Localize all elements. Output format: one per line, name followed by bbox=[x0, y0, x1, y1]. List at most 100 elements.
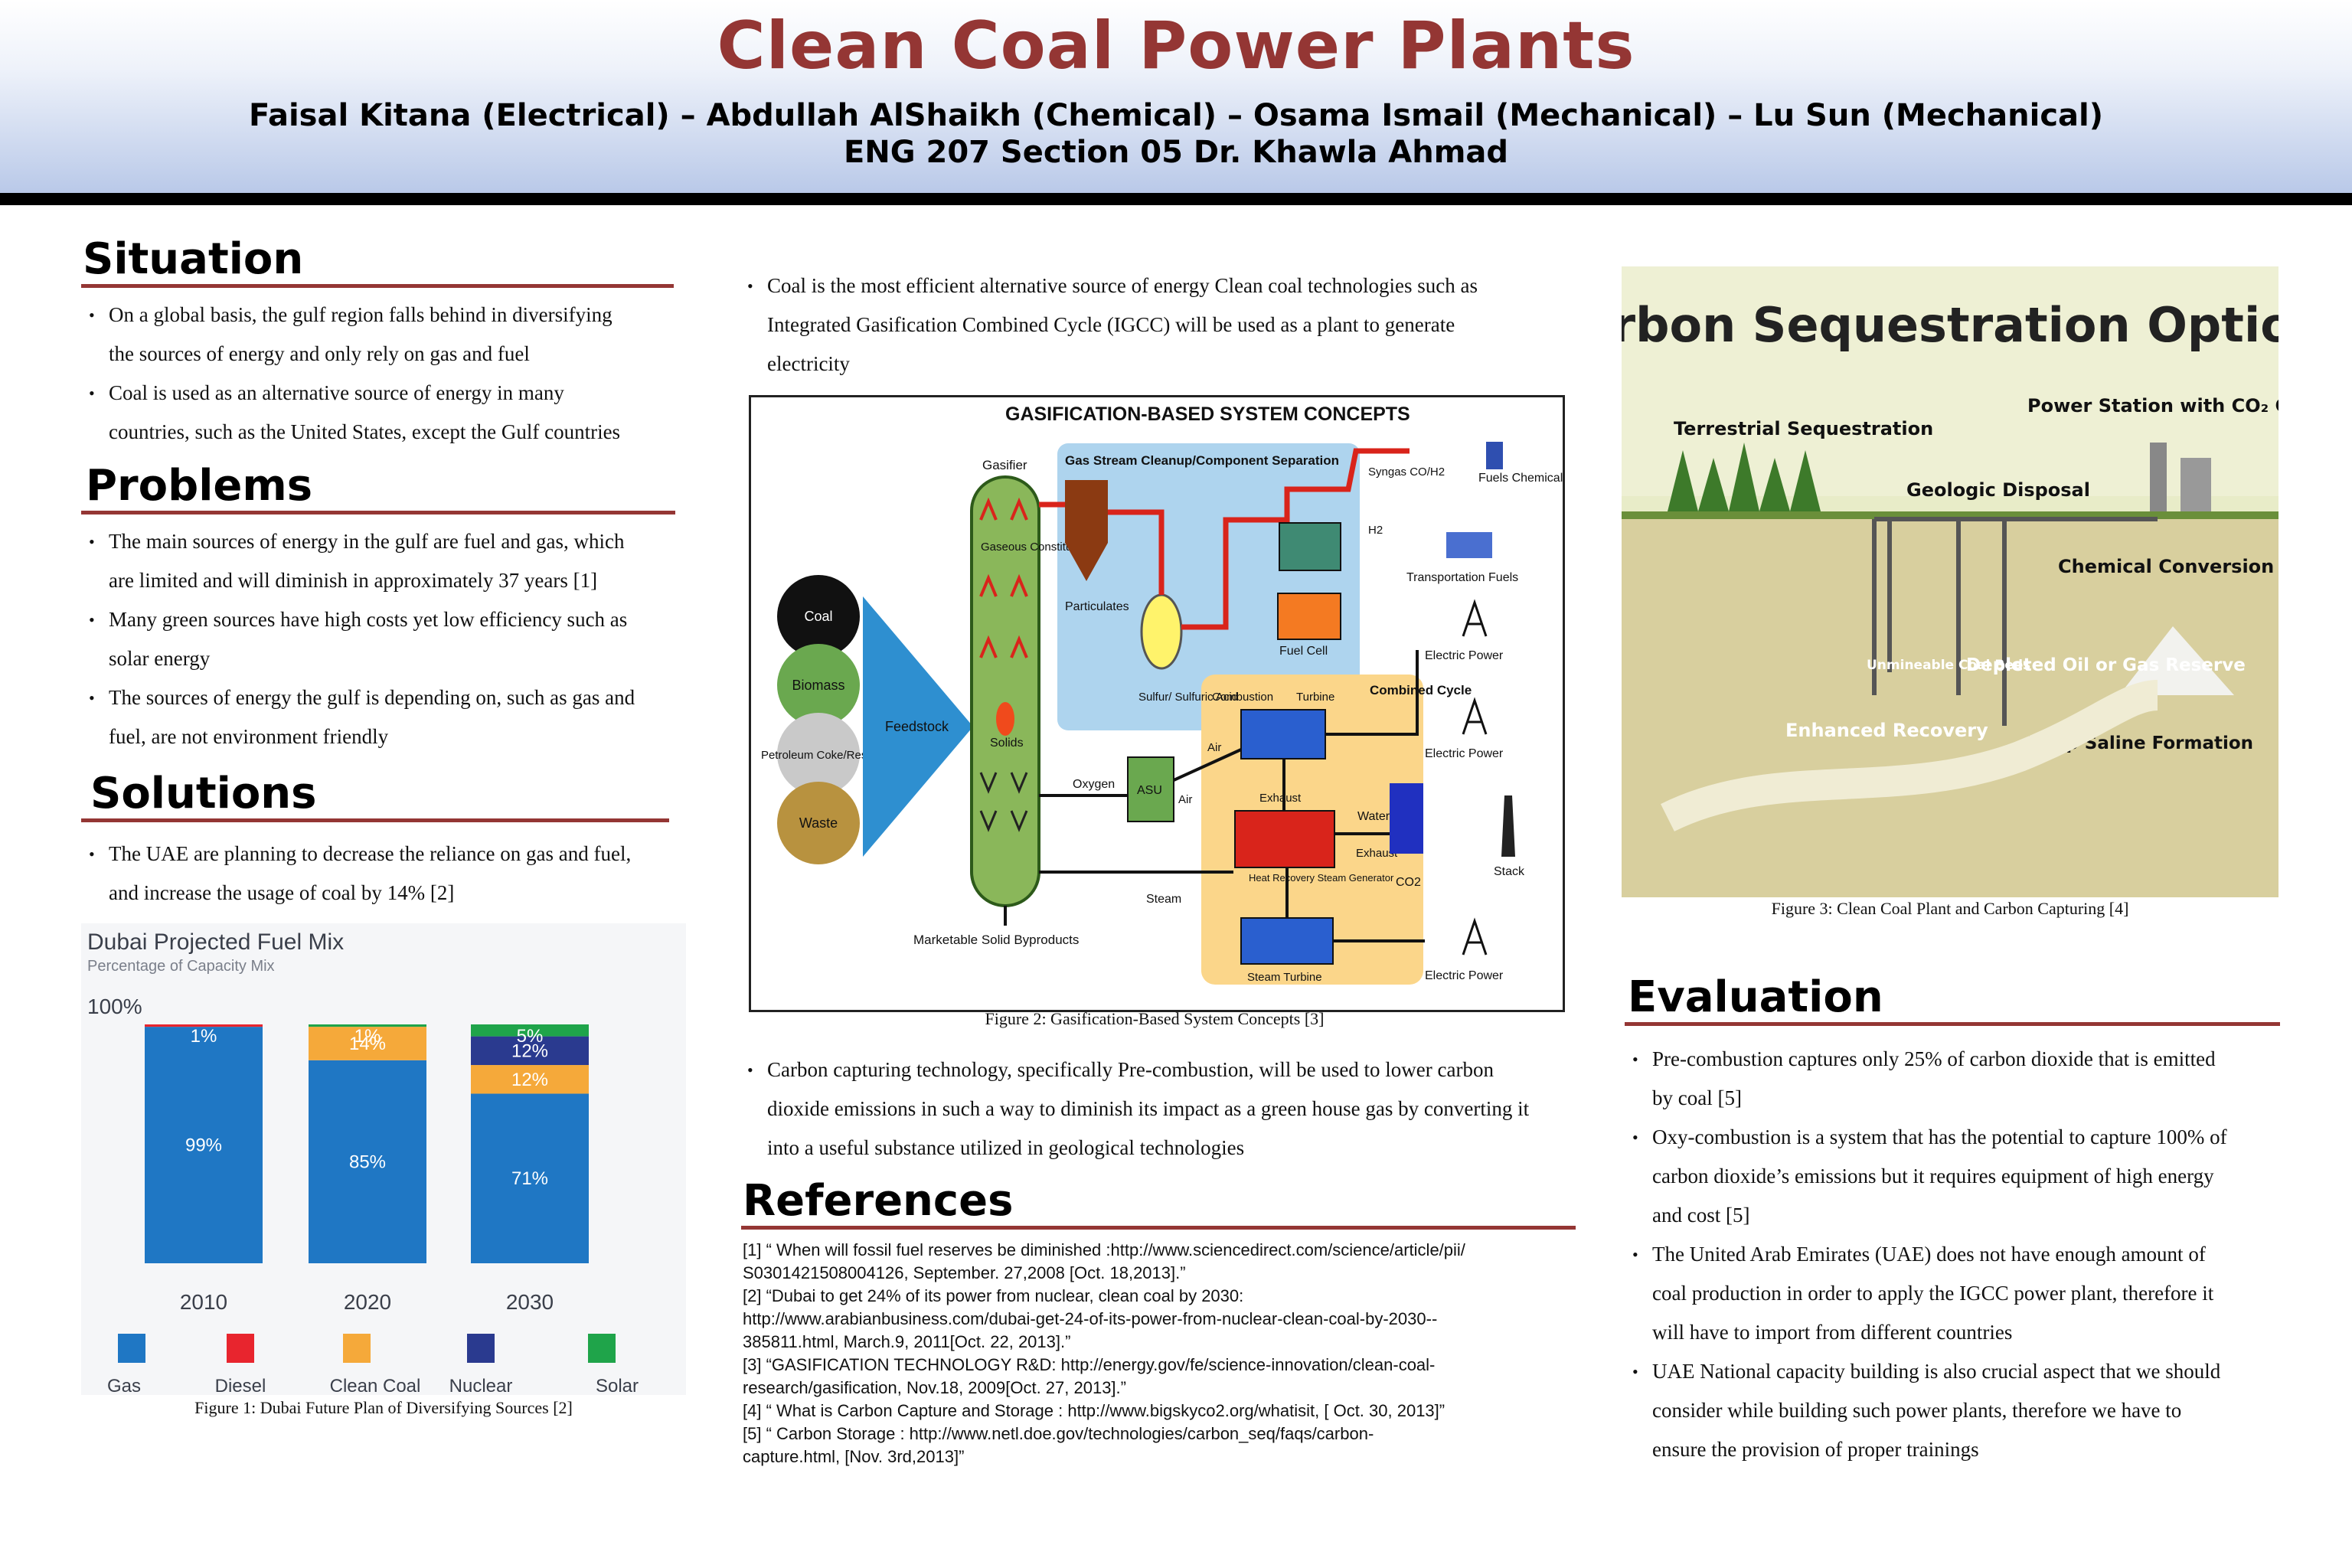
list-item: are limited and will diminish in approxi… bbox=[109, 569, 598, 592]
bar-gas-2010 bbox=[145, 1027, 263, 1263]
fuel-cell-box bbox=[1277, 593, 1341, 640]
electric-label-2: Electric Power bbox=[1425, 747, 1504, 760]
situation-section: Situation bbox=[81, 234, 674, 288]
stack-label: Stack bbox=[1494, 865, 1525, 878]
electric-tower-icon bbox=[1462, 599, 1488, 637]
reference-line: capture.html, [Nov. 3rd,2013]” bbox=[743, 1447, 965, 1466]
list-item: fuel, are not environment friendly bbox=[109, 725, 389, 748]
separator-box bbox=[1279, 522, 1341, 571]
ground-area bbox=[1622, 511, 2278, 897]
steam-label: Steam bbox=[1146, 893, 1181, 906]
poster-title: Clean Coal Power Plants bbox=[717, 8, 1635, 84]
turbine-label: Turbine bbox=[1296, 691, 1334, 704]
list-item: coal production in order to apply the IG… bbox=[1652, 1282, 2214, 1305]
bar-clean-coal-2020 bbox=[309, 1027, 426, 1060]
flame-icon bbox=[996, 702, 1014, 736]
list-item: Many green sources have high costs yet l… bbox=[84, 600, 681, 639]
header-divider bbox=[0, 193, 2352, 205]
biomass-label: Biomass bbox=[792, 678, 844, 693]
data-label: 71% bbox=[511, 1168, 548, 1189]
list-item: The UAE are planning to decrease the rel… bbox=[84, 835, 681, 874]
data-label: 99% bbox=[185, 1135, 222, 1156]
bar-nuclear-2030 bbox=[471, 1036, 589, 1066]
legend-swatch-gas bbox=[118, 1334, 145, 1363]
list-item: and increase the usage of coal by 14% [2… bbox=[109, 881, 455, 904]
diagram-title: GASIFICATION-BASED SYSTEM CONCEPTS bbox=[1005, 403, 1410, 425]
situation-heading: Situation bbox=[83, 234, 304, 284]
process-lines bbox=[1039, 650, 1425, 942]
list-item: The main sources of energy in the gulf a… bbox=[84, 522, 681, 561]
solutions-section: Solutions bbox=[81, 769, 669, 822]
problems-list: The main sources of energy in the gulf a… bbox=[84, 522, 681, 756]
middle-list-2: Carbon capturing technology, specificall… bbox=[743, 1050, 1585, 1168]
syngas-pipe bbox=[1039, 448, 1410, 630]
list-item: Oxy-combustion is a system that has the … bbox=[1628, 1118, 2294, 1157]
data-label: 1% bbox=[354, 1026, 381, 1047]
petroleum-label: Petroleum Coke/Resid bbox=[761, 749, 876, 762]
x-tick-label: 2030 bbox=[506, 1290, 554, 1314]
solutions-rule bbox=[81, 818, 669, 822]
geologic-label: Geologic Disposal bbox=[1906, 479, 2090, 501]
x-tick-label: 2010 bbox=[180, 1290, 227, 1314]
figure-title: Carbon Sequestration Options bbox=[1622, 297, 2278, 353]
exhaust-label-1: Exhaust bbox=[1259, 792, 1302, 805]
list-item: will have to import from different count… bbox=[1652, 1321, 2013, 1344]
legend-swatch-nuclear bbox=[467, 1334, 495, 1363]
reference-line: [3] “GASIFICATION TECHNOLOGY R&D: http:/… bbox=[743, 1355, 1436, 1374]
electric-tower-icon bbox=[1462, 697, 1488, 735]
sulfur-vessel bbox=[1140, 593, 1183, 670]
legend-label: Diesel bbox=[215, 1376, 266, 1395]
bar-solar-2030 bbox=[471, 1024, 589, 1037]
fuel-mix-chart-svg: Dubai Projected Fuel Mix Percentage of C… bbox=[87, 929, 639, 1396]
water-label: Water bbox=[1357, 810, 1390, 823]
situation-list: On a global basis, the gulf region falls… bbox=[84, 296, 681, 452]
byproducts-label: Marketable Solid Byproducts bbox=[913, 933, 1079, 947]
data-label: 14% bbox=[349, 1034, 386, 1054]
gas-turbine-box bbox=[1240, 709, 1326, 760]
mineral-pile-icon bbox=[2119, 626, 2234, 695]
solids-arrows bbox=[979, 772, 1028, 832]
list-item: and cost [5] bbox=[1652, 1204, 1750, 1227]
list-item: Coal is used as an alternative source of… bbox=[84, 374, 681, 413]
gasifier-label: Gasifier bbox=[982, 458, 1027, 472]
bar-diesel-2010 bbox=[145, 1024, 263, 1027]
x-tick-label: 2020 bbox=[344, 1290, 391, 1314]
fuelcell-label: Fuel Cell bbox=[1279, 645, 1328, 658]
gaseous-label: Gaseous Constituents bbox=[981, 541, 1094, 554]
list-item: carbon dioxide’s emissions but it requir… bbox=[1652, 1165, 2214, 1187]
fuels-label: Fuels Chemicals bbox=[1478, 472, 1563, 485]
electric-label-1: Electric Power bbox=[1425, 649, 1504, 662]
air-label-1: Air bbox=[1207, 741, 1221, 754]
solutions-heading: Solutions bbox=[90, 769, 317, 818]
feedstock-arrow bbox=[863, 596, 973, 857]
bar-gas-2020 bbox=[309, 1060, 426, 1263]
list-item: Coal is the most efficient alternative s… bbox=[743, 266, 1585, 305]
data-label: 5% bbox=[517, 1026, 544, 1047]
evaluation-section: Evaluation bbox=[1625, 972, 2280, 1026]
power-label: Power Station with CO₂ Capture bbox=[2027, 395, 2278, 416]
asu-box bbox=[1127, 756, 1174, 822]
list-item: Pre-combustion captures only 25% of carb… bbox=[1628, 1040, 2294, 1079]
reference-line: http://www.arabianbusiness.com/dubai-get… bbox=[743, 1309, 1438, 1328]
hrsg-box bbox=[1234, 810, 1335, 868]
list-item: by coal [5] bbox=[1652, 1086, 1742, 1109]
evaluation-rule bbox=[1625, 1022, 2280, 1026]
oxygen-label: Oxygen bbox=[1073, 778, 1115, 791]
problems-heading: Problems bbox=[86, 461, 313, 511]
asu-label: ASU bbox=[1137, 784, 1162, 797]
list-item: dioxide emissions in such a way to dimin… bbox=[767, 1097, 1530, 1120]
list-item: The sources of energy the gulf is depend… bbox=[84, 678, 681, 717]
terrestrial-label: Terrestrial Sequestration bbox=[1674, 418, 1933, 439]
chart-title: Dubai Projected Fuel Mix bbox=[87, 929, 344, 955]
reference-line: [5] “ Carbon Storage : http://www.netl.d… bbox=[743, 1424, 1374, 1443]
list-item: electricity bbox=[767, 352, 850, 375]
fig1-caption: Figure 1: Dubai Future Plan of Diversify… bbox=[194, 1398, 573, 1417]
carbon-sequestration-figure: Carbon Sequestration Options Terrestrial… bbox=[1545, 266, 2352, 897]
chart-subtitle: Percentage of Capacity Mix bbox=[87, 958, 275, 975]
problems-rule bbox=[81, 511, 675, 514]
list-item: ensure the provision of proper trainings bbox=[1652, 1438, 1979, 1461]
sulfur-label: Sulfur/ Sulfuric Acid bbox=[1138, 691, 1238, 704]
feedstock-label: Feedstock bbox=[885, 719, 949, 734]
grass-line bbox=[1622, 511, 2278, 519]
coal-circle bbox=[777, 575, 860, 658]
